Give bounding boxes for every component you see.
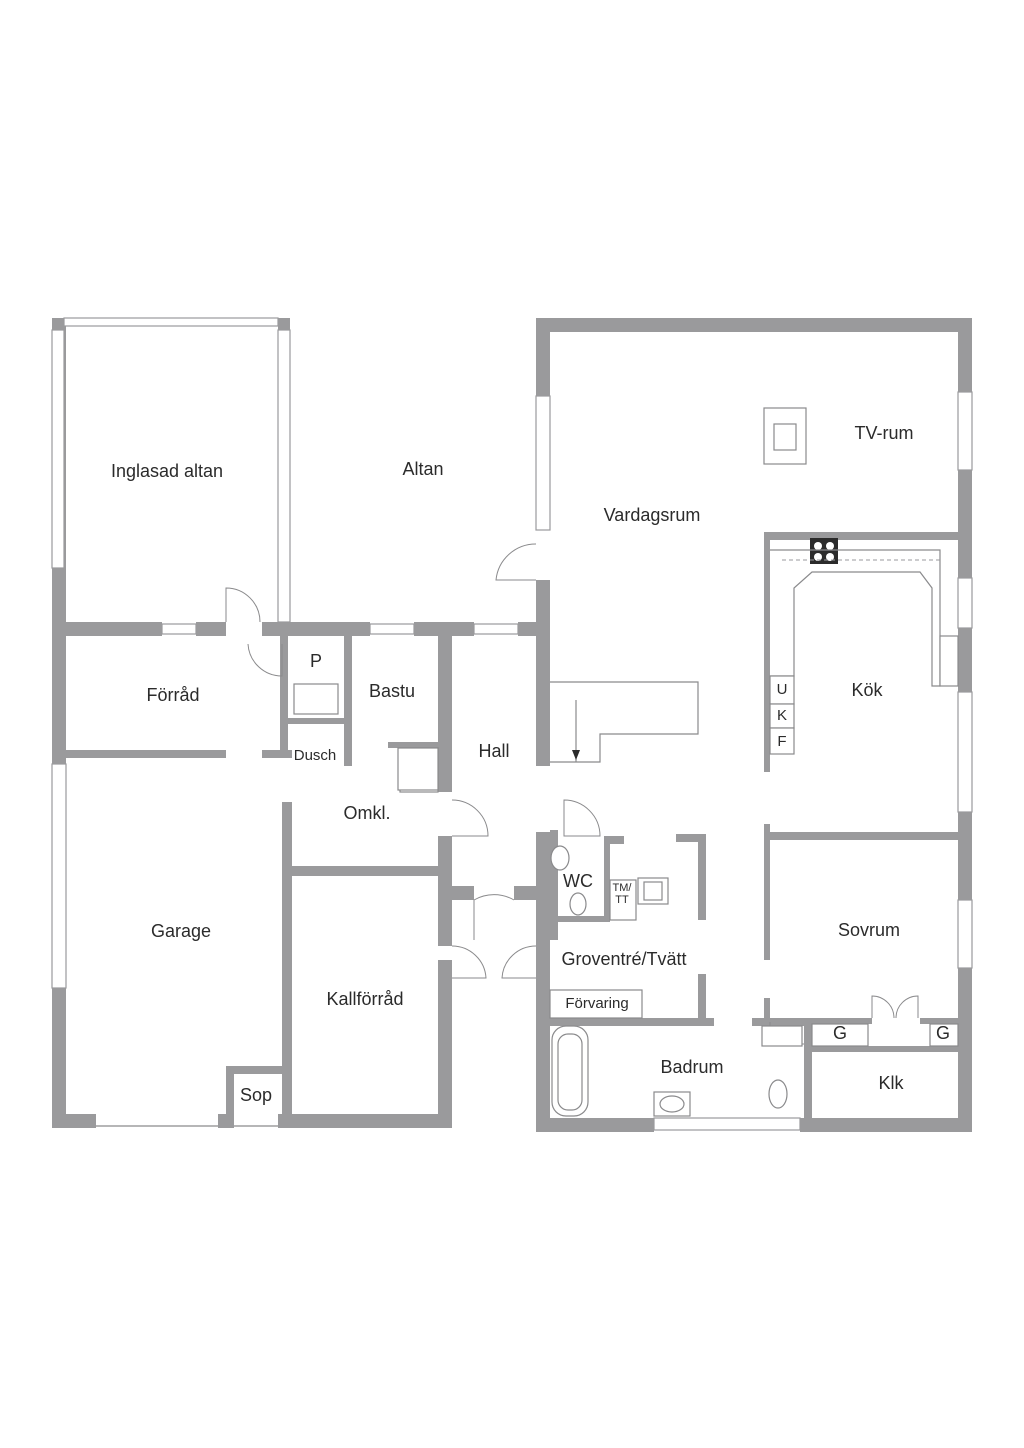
windows [51,317,973,1131]
walls [52,318,972,1132]
room-garage: Garage [151,921,211,941]
room-forrad: Förråd [146,685,199,705]
room-badrum: Badrum [660,1057,723,1077]
room-wc: WC [563,871,593,891]
room-vardagsrum: Vardagsrum [604,505,701,525]
room-inglasad-altan: Inglasad altan [111,461,223,481]
room-omkl: Omkl. [344,803,391,823]
room-tm-tt-top: TM/ [613,882,633,894]
appliance-f: F [777,733,786,750]
room-forvaring: Förvaring [565,995,628,1012]
room-tm-tt-bottom: TT [615,894,629,906]
room-bastu: Bastu [369,681,415,701]
room-dusch: Dusch [294,747,337,764]
room-tv-rum: TV-rum [854,423,913,443]
doors [225,543,919,1045]
room-kallforrad: Kallförråd [326,989,403,1009]
room-kok: Kök [851,680,883,700]
room-p: P [310,651,322,671]
room-klk: Klk [878,1073,904,1093]
appliance-u: U [777,681,788,698]
room-hall: Hall [478,741,509,761]
room-sovrum: Sovrum [838,920,900,940]
closet-g-2: G [936,1023,950,1043]
room-groventre: Groventré/Tvätt [561,949,686,969]
closet-g-1: G [833,1023,847,1043]
room-labels: Inglasad altan Altan Vardagsrum TV-rum F… [111,423,950,1105]
room-sop: Sop [240,1085,272,1105]
appliance-k: K [777,707,787,724]
fixtures [293,407,959,1117]
room-altan: Altan [402,459,443,479]
